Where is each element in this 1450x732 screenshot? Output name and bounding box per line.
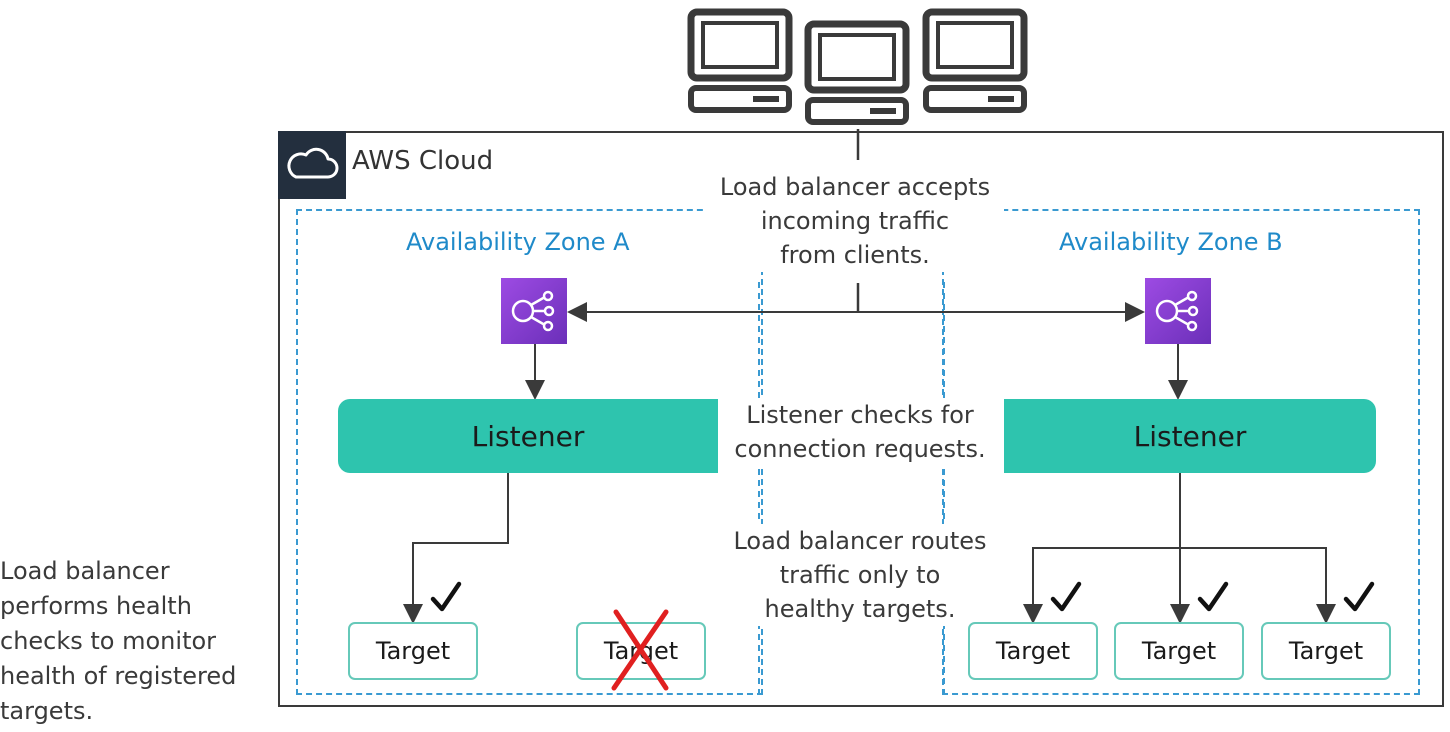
side-note-line: Load balancer [0, 557, 170, 585]
note-line: incoming traffic [760, 207, 950, 235]
note-line: Listener checks for [746, 401, 974, 429]
note-listener-checks: Listener checks for connection requests. [718, 398, 1002, 466]
note-line: Load balancer accepts [719, 173, 991, 201]
target-a1: Target [348, 622, 478, 680]
aws-cloud-container [278, 131, 1444, 707]
note-routes-healthy: Load balancer routes traffic only to hea… [718, 524, 1002, 626]
note-line: Load balancer routes [733, 527, 987, 555]
health-check-note: Load balancer performs health checks to … [0, 554, 275, 729]
listener-b: Listener [1004, 399, 1376, 473]
note-line: from clients. [780, 241, 930, 269]
side-note-line: checks to monitor [0, 627, 217, 655]
cloud-icon [278, 131, 346, 199]
note-line: traffic only to [779, 561, 941, 589]
red-x-icon [611, 609, 669, 691]
aws-cloud-label: AWS Cloud [352, 146, 494, 176]
target-a2: Target [576, 622, 706, 680]
checkmark-icon [430, 581, 462, 612]
zone-b-label: Availability Zone B [1059, 228, 1283, 256]
target-b1: Target [968, 622, 1098, 680]
arrow-listener-b-to-target-1 [1023, 547, 1180, 624]
checkmark-icon [1050, 581, 1082, 612]
note-accepts-traffic: Load balancer accepts incoming traffic f… [706, 170, 1004, 272]
checkmark-icon [1197, 581, 1229, 612]
elastic-load-balancer-icon [501, 278, 567, 344]
elastic-load-balancer-icon [1145, 278, 1211, 344]
note-line: healthy targets. [764, 595, 956, 623]
side-note-line: health of registered [0, 662, 237, 690]
arrow-listener-b-to-target-3 [1180, 547, 1336, 624]
arrow-listener-a-to-target [403, 473, 509, 624]
side-note-line: performs health [0, 592, 192, 620]
side-note-line: targets. [0, 697, 94, 725]
listener-a: Listener [338, 399, 718, 473]
checkmark-icon [1343, 581, 1375, 612]
note-line: connection requests. [734, 435, 986, 463]
target-b3: Target [1261, 622, 1391, 680]
target-b2: Target [1114, 622, 1244, 680]
zone-a-label: Availability Zone A [406, 228, 630, 256]
